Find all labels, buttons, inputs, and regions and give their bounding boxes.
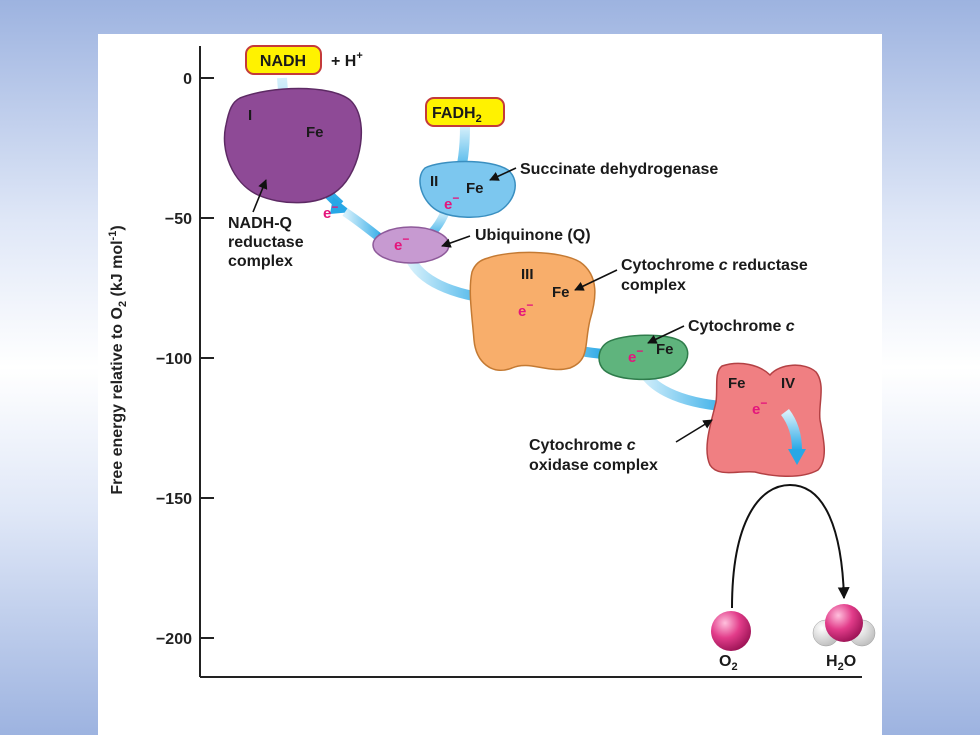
h2o-label: H2O <box>826 653 856 673</box>
flow-arrow <box>780 408 802 451</box>
complex-iii-shape <box>469 251 596 371</box>
complex-i-roman: I <box>248 107 252 124</box>
water-oxygen-atom <box>825 604 863 642</box>
o2-label: O2 <box>719 653 738 673</box>
oxidase-label-2: oxidase complex <box>529 457 658 474</box>
complex-iii-roman: III <box>521 266 534 283</box>
cytochrome-reductase-label-1: Cytochrome c reductase <box>621 257 808 274</box>
fadh2-highlight <box>425 97 505 127</box>
pointer-line <box>441 235 471 248</box>
y-axis-label: Free energy relative to O2 (kJ mol-1) <box>107 225 129 494</box>
fadh2-label: FADH2 <box>432 105 482 125</box>
tick-label: −200 <box>156 631 192 648</box>
complex-iv-fe: Fe <box>728 375 746 392</box>
tick-label: −150 <box>156 491 192 508</box>
pointer-line <box>252 179 268 213</box>
pointer-line <box>574 269 618 291</box>
o2-molecule <box>711 611 751 651</box>
pointer-line <box>647 325 685 344</box>
oxidase-label-1: Cytochrome c <box>529 437 636 454</box>
electron-label: e− <box>752 396 767 418</box>
plus-h-label: + H+ <box>331 50 363 70</box>
pointer-line <box>489 167 517 181</box>
electron-label: e− <box>323 200 338 222</box>
cytochrome-c-shape <box>598 334 689 381</box>
axes: 0 −50 −100 −150 −200 Free energy relativ… <box>107 46 862 678</box>
electrons: e− e− e− e− e− e− <box>323 191 767 418</box>
tick-label: −50 <box>165 211 192 228</box>
tick-label: 0 <box>183 71 192 88</box>
complex-ii-roman: II <box>430 173 438 190</box>
pointer-line <box>675 419 713 443</box>
flow-arrowhead <box>788 449 806 465</box>
cytochrome-reductase-label-2: complex <box>621 277 686 294</box>
reaction-arc <box>731 483 850 609</box>
electron-label: e− <box>628 344 643 366</box>
ubiquinone-shape <box>372 226 450 264</box>
nadh-label: NADH <box>260 53 306 70</box>
nadh-q-label-1: NADH-Q <box>228 215 292 232</box>
complex-i-shape <box>223 87 363 204</box>
complex-iii-fe: Fe <box>552 284 570 301</box>
electron-label: e− <box>518 298 533 320</box>
succinate-label: Succinate dehydrogenase <box>520 161 718 178</box>
cytochrome-c-fe: Fe <box>656 341 674 358</box>
complex-i-fe: Fe <box>306 124 324 141</box>
nadh-highlight <box>245 45 322 75</box>
electron-label: e− <box>394 232 409 254</box>
ubiquinone-label: Ubiquinone (Q) <box>475 227 591 244</box>
tick-label: −100 <box>156 351 192 368</box>
complex-iv-shape <box>706 362 825 478</box>
electron-label: e− <box>444 191 459 213</box>
complex-ii-fe: Fe <box>466 180 484 197</box>
complex-iv-roman: IV <box>781 375 795 392</box>
nadh-q-label-3: complex <box>228 253 293 270</box>
cytochrome-c-label: Cytochrome c <box>688 318 795 335</box>
nadh-q-label-2: reductase <box>228 234 304 251</box>
